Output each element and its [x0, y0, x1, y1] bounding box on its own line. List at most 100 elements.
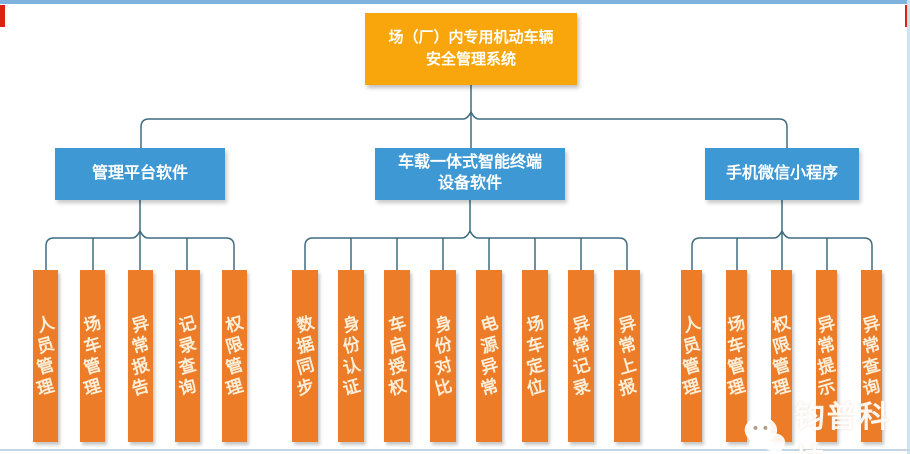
org-leaf-box: 异常提示: [816, 270, 837, 442]
org-leaf-box: 数据同步: [292, 270, 318, 442]
leaf-char: 上: [616, 355, 638, 378]
leaf-char: 管: [725, 355, 748, 378]
branch-node-wechat-miniprogram: 手机微信小程序: [705, 148, 859, 200]
leaf-char: 异: [478, 355, 500, 378]
leaf-char: 限: [223, 334, 246, 357]
org-leaf-box: 身份认证: [338, 270, 364, 442]
leaf-char: 理: [81, 376, 104, 399]
leaf-char: 员: [680, 334, 703, 357]
root-title-line1: 场（厂）内专用机动车辆: [388, 29, 554, 47]
leaf-char: 常: [815, 334, 838, 357]
leaf-char: 证: [340, 376, 362, 399]
leaf-char: 人: [680, 313, 703, 336]
org-leaf-box: 场车管理: [726, 270, 747, 442]
leaf-char: 认: [340, 355, 362, 378]
leaf-char: 车: [524, 334, 546, 357]
leaf-char: 理: [34, 376, 57, 399]
leaf-char: 源: [478, 334, 500, 357]
leaf-char: 数: [294, 313, 316, 336]
branch-label-line2: 设备软件: [437, 175, 502, 192]
leaf-char: 权: [386, 376, 408, 399]
org-leaf-box: 异常报告: [127, 270, 153, 442]
org-leaf-box: 异常记录: [568, 270, 594, 442]
leaf-char: 步: [294, 376, 316, 399]
leaf-char: 常: [129, 334, 151, 357]
org-leaf-box: 身份对比: [430, 270, 456, 442]
leaf-char: 异: [616, 313, 638, 336]
leaf-char: 身: [340, 313, 362, 336]
leaf-char: 异: [815, 313, 838, 336]
watermark-text: 钧普科技: [794, 401, 891, 454]
leaf-char: 记: [570, 355, 592, 378]
leaf-char: 启: [386, 334, 408, 357]
root-node-safety-system: 场（厂）内专用机动车辆 安全管理系统: [365, 13, 577, 85]
leaf-char: 同: [294, 355, 316, 378]
leaf-char: 常: [478, 376, 500, 399]
org-leaf-box: 车启授权: [384, 270, 410, 442]
org-leaf-box: 电源异常: [476, 270, 502, 442]
org-leaf-box: 人员管理: [33, 270, 58, 442]
leaf-char: 车: [725, 334, 748, 357]
leaf-char: 人: [34, 313, 57, 336]
leaf-char: 管: [770, 355, 793, 378]
leaf-char: 电: [478, 313, 500, 336]
org-leaf-box: 场车管理: [80, 270, 106, 442]
org-leaf-box: 权限管理: [771, 270, 792, 442]
leaf-char: 管: [223, 355, 246, 378]
leaf-char: 位: [524, 376, 546, 399]
leaf-char: 比: [432, 376, 454, 399]
leaf-char: 提: [815, 355, 838, 378]
watermark-logo: 钧普科技: [742, 392, 910, 454]
org-leaf-box: 场车定位: [522, 270, 548, 442]
org-leaf-box: 记录查询: [174, 270, 200, 442]
leaf-char: 份: [340, 334, 362, 357]
leaf-char: 常: [616, 334, 638, 357]
bottom-border-line: [0, 449, 910, 451]
branch-label: 车载一体式智能终端: [397, 154, 542, 172]
org-leaf-box: 权限管理: [222, 270, 247, 442]
leaf-char: 录: [570, 376, 592, 399]
leaf-char: 异: [129, 313, 151, 336]
leaf-char: 对: [432, 355, 454, 378]
branch-label: 管理平台软件: [91, 164, 188, 182]
leaf-char: 报: [129, 355, 151, 378]
leaf-char: 场: [524, 313, 546, 336]
leaf-group-vehicle-terminal: 数据同步身份认证车启授权身份对比电源异常场车定位异常记录异常上报: [292, 270, 640, 442]
leaf-char: 场: [81, 313, 104, 336]
top-border-strip: [0, 0, 910, 4]
left-edge-red-mark: [0, 5, 5, 27]
leaf-char: 场: [725, 313, 748, 336]
leaf-char: 录: [176, 334, 199, 357]
root-title-line2: 安全管理系统: [425, 51, 516, 68]
leaf-char: 理: [223, 376, 246, 399]
org-leaf-box: 人员管理: [681, 270, 702, 442]
leaf-char: 员: [34, 334, 57, 357]
leaf-char: 常: [860, 334, 883, 357]
leaf-char: 定: [524, 355, 546, 378]
leaf-char: 车: [81, 334, 104, 357]
leaf-group-management-platform: 人员管理场车管理异常报告记录查询权限管理: [33, 270, 247, 442]
leaf-char: 权: [770, 313, 793, 336]
leaf-char: 报: [616, 376, 638, 399]
leaf-char: 查: [860, 355, 883, 378]
branch-node-vehicle-terminal: 车载一体式智能终端 设备软件: [375, 148, 565, 200]
leaf-char: 告: [129, 376, 151, 399]
leaf-char: 管: [680, 355, 703, 378]
leaf-char: 管: [81, 355, 104, 378]
leaf-char: 份: [432, 334, 454, 357]
right-border-line: [907, 0, 910, 454]
org-leaf-box: 异常查询: [861, 270, 882, 442]
leaf-char: 限: [770, 334, 793, 357]
leaf-char: 据: [294, 334, 316, 357]
leaf-char: 查: [176, 355, 199, 378]
leaf-group-wechat-miniprogram: 人员管理 场车管理 权限管理 异常提示 异常查询: [681, 270, 882, 442]
leaf-char: 常: [570, 334, 592, 357]
org-leaf-box: 异常上报: [614, 270, 640, 442]
leaf-char: 身: [432, 313, 454, 336]
branch-label: 手机微信小程序: [725, 164, 838, 182]
branch-node-management-platform: 管理平台软件: [55, 148, 225, 200]
leaf-char: 管: [34, 355, 57, 378]
leaf-char: 记: [176, 313, 199, 336]
